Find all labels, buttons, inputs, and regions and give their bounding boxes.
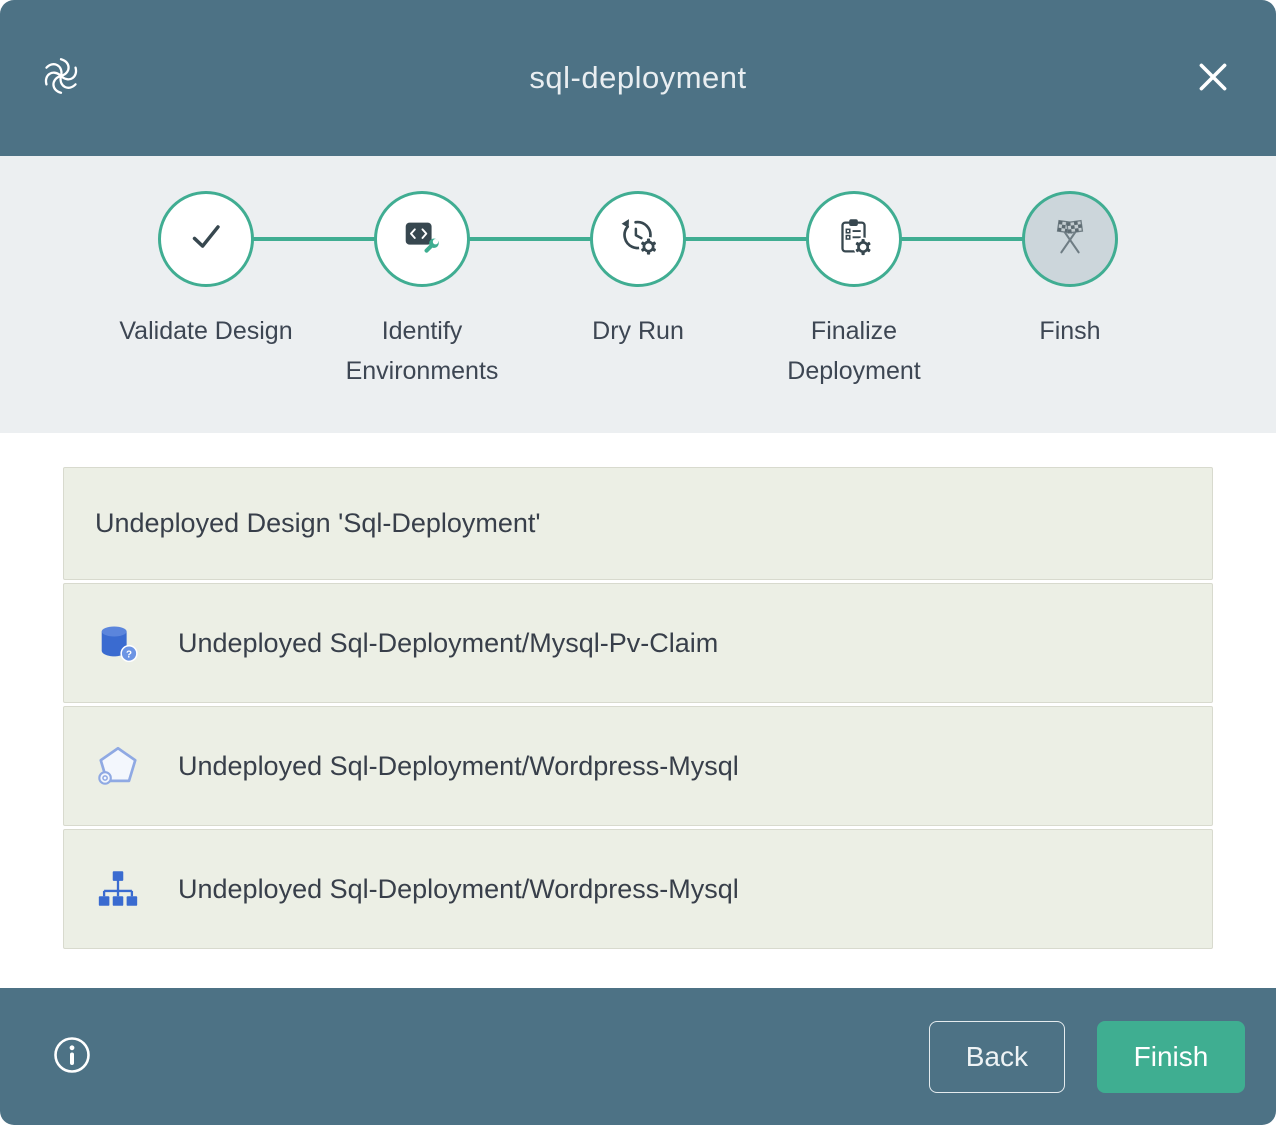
pod-icon xyxy=(95,743,141,789)
step-label: Finsh xyxy=(1039,311,1100,351)
code-wrench-icon xyxy=(399,214,445,265)
step-circle-finish xyxy=(1022,191,1118,287)
modal-title: sql-deployment xyxy=(108,60,1168,96)
log-row-text: Undeployed Sql-Deployment/Wordpress-Mysq… xyxy=(178,874,739,905)
logo-wrap xyxy=(38,53,108,104)
close-wrap xyxy=(1168,52,1238,105)
step-circle-identify-environments xyxy=(374,191,470,287)
step-dry-run: Dry Run xyxy=(530,191,746,391)
step-label: Dry Run xyxy=(592,311,684,351)
history-gear-icon xyxy=(615,214,661,265)
execution-log-panel: Undeployed Design 'Sql-Deployment' ? Und… xyxy=(0,433,1276,988)
step-finish: Finsh xyxy=(962,191,1178,391)
log-row: Undeployed Sql-Deployment/Wordpress-Mysq… xyxy=(63,706,1213,826)
svg-text:?: ? xyxy=(126,649,132,660)
wizard-stepper: Validate Design xyxy=(0,156,1276,433)
log-row-text: Undeployed Design 'Sql-Deployment' xyxy=(95,508,541,539)
database-icon: ? xyxy=(95,620,141,666)
step-label: Identify Environments xyxy=(325,311,520,391)
log-row-text: Undeployed Sql-Deployment/Wordpress-Mysq… xyxy=(178,751,739,782)
log-row-text: Undeployed Sql-Deployment/Mysql-Pv-Claim xyxy=(178,628,718,659)
finish-button[interactable]: Finish xyxy=(1097,1021,1245,1093)
log-row: Undeployed Sql-Deployment/Wordpress-Mysq… xyxy=(63,829,1213,949)
cloudify-logo-icon xyxy=(38,53,84,104)
close-icon xyxy=(1194,58,1232,99)
log-row: Undeployed Design 'Sql-Deployment' xyxy=(63,467,1213,580)
back-button[interactable]: Back xyxy=(929,1021,1065,1093)
step-circle-finalize-deployment xyxy=(806,191,902,287)
titlebar: sql-deployment xyxy=(0,0,1276,156)
steps-row: Validate Design xyxy=(98,191,1178,391)
step-identify-environments: Identify Environments xyxy=(314,191,530,391)
footer-bar: Back Finish xyxy=(0,988,1276,1125)
clipboard-gear-icon xyxy=(831,214,877,265)
info-icon xyxy=(52,1035,92,1078)
topology-icon xyxy=(95,866,141,912)
check-icon xyxy=(183,214,229,265)
close-button[interactable] xyxy=(1188,52,1238,105)
step-finalize-deployment: Finalize Deployment xyxy=(746,191,962,391)
step-circle-validate-design xyxy=(158,191,254,287)
checkered-flags-icon xyxy=(1047,214,1093,265)
info-button[interactable] xyxy=(52,1035,92,1078)
step-label: Validate Design xyxy=(119,311,292,351)
step-label: Finalize Deployment xyxy=(757,311,952,391)
step-validate-design: Validate Design xyxy=(98,191,314,391)
log-row: ? Undeployed Sql-Deployment/Mysql-Pv-Cla… xyxy=(63,583,1213,703)
step-circle-dry-run xyxy=(590,191,686,287)
